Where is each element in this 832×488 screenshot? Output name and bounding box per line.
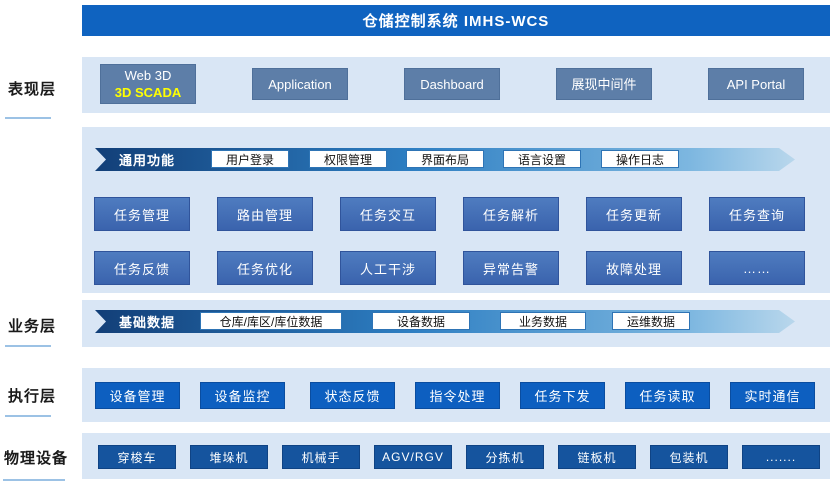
shuttle-button[interactable]: 穿梭车 — [98, 445, 176, 469]
chip-ops-data[interactable]: 运维数据 — [612, 312, 690, 330]
task-parse-button[interactable]: 任务解析 — [463, 197, 559, 231]
stacker-button[interactable]: 堆垛机 — [190, 445, 268, 469]
more-devices-button[interactable]: ....... — [742, 445, 820, 469]
dashboard-button[interactable]: Dashboard — [404, 68, 500, 100]
route-manage-button[interactable]: 路由管理 — [217, 197, 313, 231]
page-title: 仓储控制系统 IMHS-WCS — [82, 5, 830, 36]
device-manage-button[interactable]: 设备管理 — [95, 382, 180, 409]
chip-business-data[interactable]: 业务数据 — [500, 312, 586, 330]
chip-user-login[interactable]: 用户登录 — [211, 150, 289, 168]
chip-warehouse-data[interactable]: 仓库/库区/库位数据 — [200, 312, 342, 330]
task-interact-button[interactable]: 任务交互 — [340, 197, 436, 231]
application-button[interactable]: Application — [252, 68, 348, 100]
chip-ui-layout[interactable]: 界面布局 — [406, 150, 484, 168]
chain-conveyor-button[interactable]: 链板机 — [558, 445, 636, 469]
execution-band: 设备管理 设备监控 状态反馈 指令处理 任务下发 任务读取 实时通信 — [82, 368, 830, 422]
packer-button[interactable]: 包装机 — [650, 445, 728, 469]
command-process-button[interactable]: 指令处理 — [415, 382, 500, 409]
business-band: 通用功能 用户登录 权限管理 界面布局 语言设置 操作日志 任务管理 路由管理 … — [82, 127, 830, 293]
realtime-comm-button[interactable]: 实时通信 — [730, 382, 815, 409]
alarm-button[interactable]: 异常告警 — [463, 251, 559, 285]
chip-language[interactable]: 语言设置 — [503, 150, 581, 168]
task-dispatch-button[interactable]: 任务下发 — [520, 382, 605, 409]
chip-permission[interactable]: 权限管理 — [309, 150, 387, 168]
layer-label-execution: 执行层 — [8, 388, 57, 405]
task-feedback-button[interactable]: 任务反馈 — [94, 251, 190, 285]
robot-arm-button[interactable]: 机械手 — [282, 445, 360, 469]
task-query-button[interactable]: 任务查询 — [709, 197, 805, 231]
basic-data-band: 基础数据 仓库/库区/库位数据 设备数据 业务数据 运维数据 — [82, 300, 830, 347]
agv-rgv-button[interactable]: AGV/RGV — [374, 445, 452, 469]
underline-presentation — [5, 117, 51, 119]
task-read-button[interactable]: 任务读取 — [625, 382, 710, 409]
middleware-button[interactable]: 展现中间件 — [556, 68, 652, 100]
manual-intervene-button[interactable]: 人工干涉 — [340, 251, 436, 285]
web3d-label: Web 3D — [124, 68, 172, 83]
physical-band: 穿梭车 堆垛机 机械手 AGV/RGV 分拣机 链板机 包装机 ....... — [82, 433, 830, 479]
task-update-button[interactable]: 任务更新 — [586, 197, 682, 231]
underline-physical — [3, 479, 65, 481]
more-tasks-button[interactable]: …… — [709, 251, 805, 285]
chip-device-data[interactable]: 设备数据 — [372, 312, 470, 330]
task-optimize-button[interactable]: 任务优化 — [217, 251, 313, 285]
underline-execution — [5, 415, 51, 417]
api-portal-button[interactable]: API Portal — [708, 68, 804, 100]
task-manage-button[interactable]: 任务管理 — [94, 197, 190, 231]
device-monitor-button[interactable]: 设备监控 — [200, 382, 285, 409]
presentation-band: Web 3D 3D SCADA Application Dashboard 展现… — [82, 57, 830, 113]
fault-handle-button[interactable]: 故障处理 — [586, 251, 682, 285]
underline-business — [5, 345, 51, 347]
sorter-button[interactable]: 分拣机 — [466, 445, 544, 469]
layer-label-business: 业务层 — [8, 318, 57, 335]
chip-operation-log[interactable]: 操作日志 — [601, 150, 679, 168]
layer-label-physical: 物理设备 — [4, 450, 69, 467]
status-feedback-button[interactable]: 状态反馈 — [310, 382, 395, 409]
scada-label: 3D SCADA — [114, 85, 182, 100]
web3d-scada-button[interactable]: Web 3D 3D SCADA — [100, 64, 196, 104]
layer-label-presentation: 表现层 — [8, 81, 57, 98]
